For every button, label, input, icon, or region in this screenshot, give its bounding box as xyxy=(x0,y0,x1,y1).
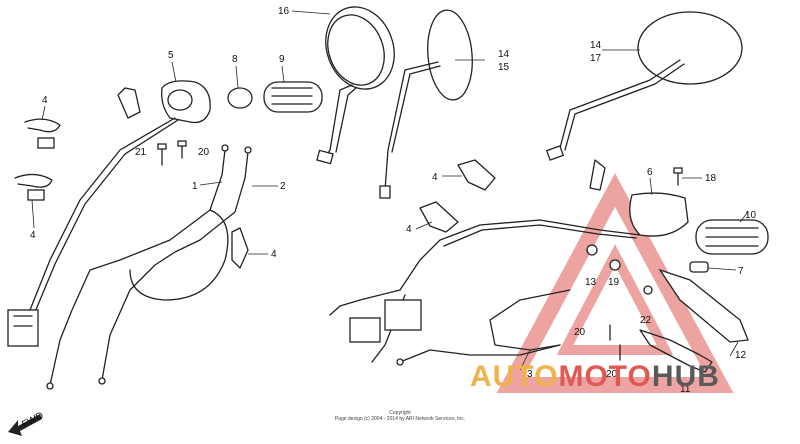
throttle-grip xyxy=(227,81,323,113)
cable-band-middle xyxy=(231,227,249,269)
callout-4-right-bottom: 4 xyxy=(406,224,412,235)
watermark-hub: HUB xyxy=(651,360,720,393)
mirror-right xyxy=(545,11,743,161)
callout-20-left: 20 xyxy=(198,147,210,158)
screw-18 xyxy=(673,167,683,186)
small-parts xyxy=(586,244,709,361)
watermark-triangle-icon xyxy=(496,173,734,393)
callout-4-left-top: 4 xyxy=(42,95,48,106)
callout-2: 2 xyxy=(280,181,286,192)
callout-22: 22 xyxy=(640,315,652,326)
fwd-label: FWD xyxy=(20,410,45,430)
cable-band-left-bottom xyxy=(14,173,53,201)
callout-5: 5 xyxy=(168,50,174,61)
callout-14-right: 14 xyxy=(590,40,602,51)
mirror-left xyxy=(316,6,395,165)
callout-19: 19 xyxy=(608,277,620,288)
watermark-auto: AUTO xyxy=(470,360,559,393)
callout-10: 10 xyxy=(745,210,757,221)
callout-15: 15 xyxy=(498,62,510,73)
callout-3: 3 xyxy=(527,369,533,380)
switch-housing-left xyxy=(7,80,211,347)
callout-6: 6 xyxy=(647,167,653,178)
callout-4-middle: 4 xyxy=(271,249,277,260)
callout-17: 17 xyxy=(590,53,602,64)
watermark-logo: AUTOMOTOHUB xyxy=(470,360,720,394)
callout-12: 12 xyxy=(735,350,747,361)
cable-band-left-top xyxy=(24,118,61,149)
callout-20-right-bottom: 20 xyxy=(606,369,618,380)
grip-right xyxy=(695,219,769,255)
callout-20-right-top: 20 xyxy=(574,327,586,338)
cable-band-right-top xyxy=(457,159,496,191)
callout-8: 8 xyxy=(232,54,238,65)
callout-labels: 16 14 15 14 17 5 8 9 4 4 21 20 1 2 4 4 4… xyxy=(30,6,757,395)
copyright-footer: Copyright Page design (c) 2004 - 2014 by… xyxy=(300,410,500,422)
leader-lines xyxy=(31,10,749,371)
callout-18: 18 xyxy=(705,173,717,184)
callout-4-right-top: 4 xyxy=(432,172,438,183)
callout-14-center: 14 xyxy=(498,49,510,60)
throttle-cables xyxy=(46,144,252,390)
clutch-cable xyxy=(396,289,571,366)
bolt-21 xyxy=(157,143,167,166)
callout-13: 13 xyxy=(585,277,597,288)
fwd-arrow-icon xyxy=(8,414,42,436)
callout-9: 9 xyxy=(279,54,285,65)
mirror-center xyxy=(379,9,473,199)
callout-1: 1 xyxy=(192,181,198,192)
callout-7: 7 xyxy=(738,266,744,277)
cable-band-right-bottom xyxy=(419,201,459,233)
copyright-title: Copyright xyxy=(389,410,411,416)
callout-4-left-bottom: 4 xyxy=(30,230,36,241)
callout-16: 16 xyxy=(278,6,290,17)
bolt-20-left xyxy=(177,140,187,159)
switch-housing-right xyxy=(329,159,689,363)
copyright-text: Page design (c) 2004 - 2014 by ARI Netwo… xyxy=(334,416,466,422)
callout-21: 21 xyxy=(135,147,147,158)
callout-11: 11 xyxy=(680,384,691,395)
watermark-moto: MOTO xyxy=(558,360,652,393)
brake-lever xyxy=(639,268,749,373)
